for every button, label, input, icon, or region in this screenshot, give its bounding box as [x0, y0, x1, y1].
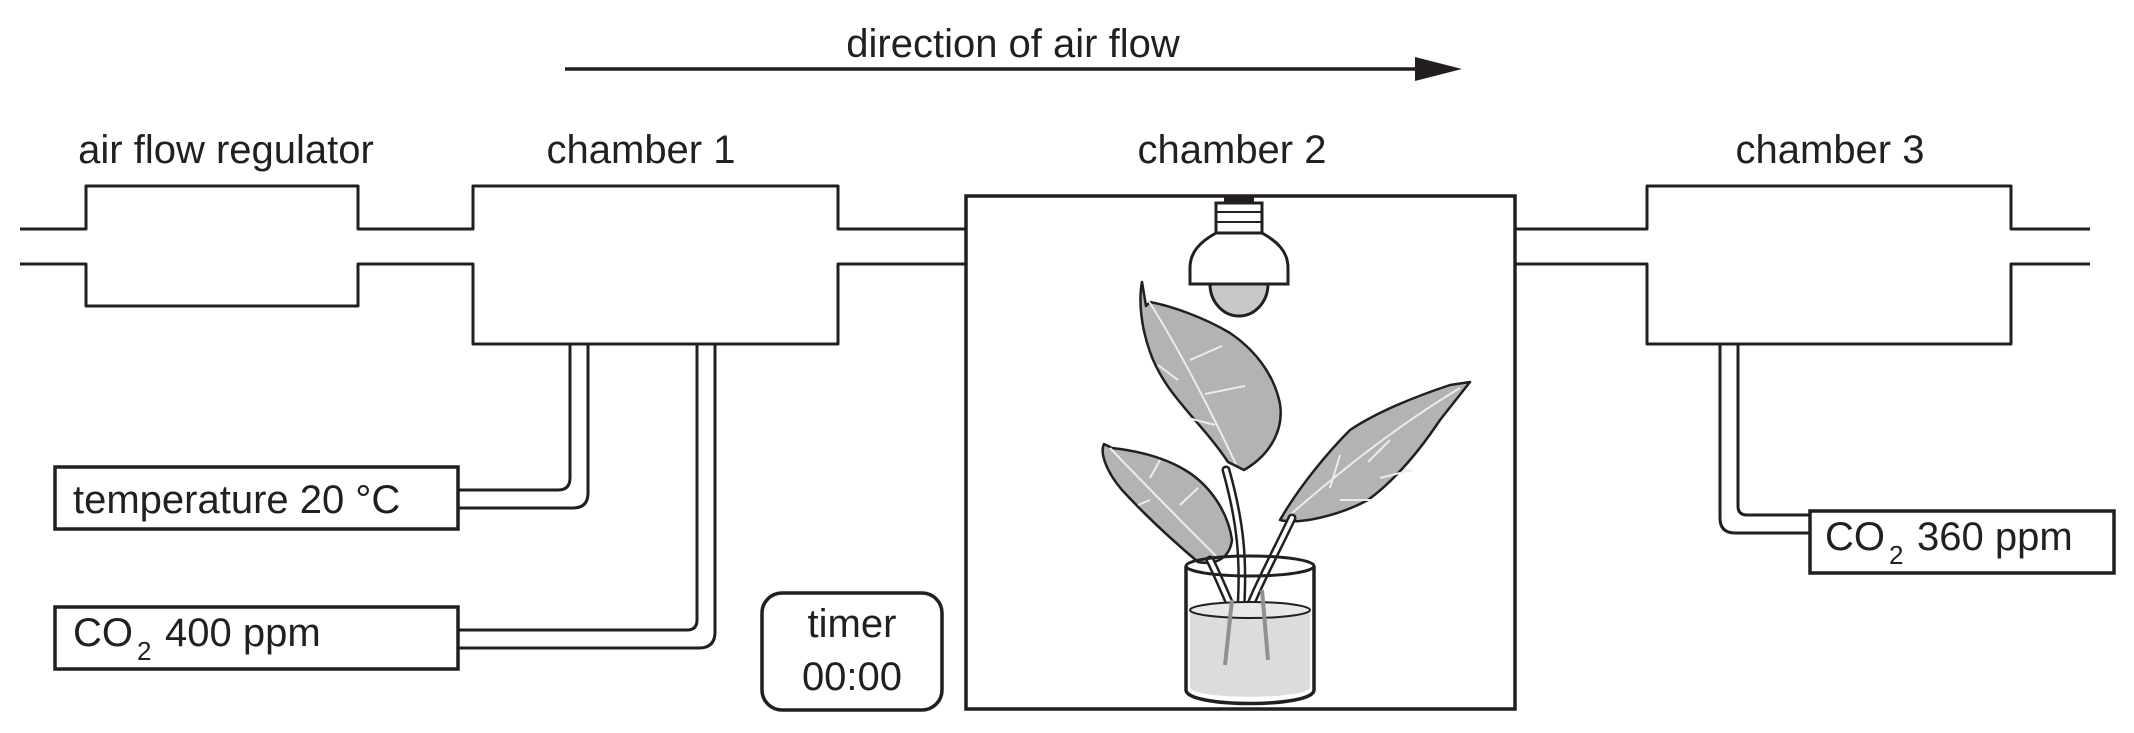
timer: timer 00:00: [760, 591, 944, 712]
co2-sensor-1-prefix: CO: [73, 611, 133, 655]
co2-sensor-chamber-1: CO 2 400 ppm: [53, 605, 460, 671]
tube-top-wall: [20, 184, 2090, 231]
beaker-icon: [1184, 554, 1316, 706]
co2-sensor-3-box: [1808, 509, 2116, 575]
timer-display: 00:00: [802, 655, 902, 699]
temperature-reading: temperature 20 °C: [73, 478, 400, 522]
co2-sensor-1-box: [53, 605, 460, 671]
plant-icon: [1101, 280, 1472, 655]
air-flow-label: direction of air flow: [846, 22, 1180, 66]
co2-sensor-3-subscript: 2: [1889, 540, 1903, 570]
temperature-sensor: temperature 20 °C: [53, 465, 460, 531]
timer-label: timer: [808, 602, 897, 646]
co2-sensor-1-subscript: 2: [137, 636, 151, 666]
chamber-1-label: chamber 1: [547, 128, 736, 172]
co2-400-sensor-cable: [458, 344, 717, 650]
co2-360-sensor-cable: [1718, 344, 1810, 535]
temperature-sensor-cable: [458, 344, 590, 510]
co2-sensor-3-value: 360 ppm: [1917, 515, 2073, 559]
timer-box: [760, 591, 944, 712]
co2-sensor-1-value: 400 ppm: [165, 611, 321, 655]
lamp-icon: [1188, 196, 1290, 318]
chamber-3-label: chamber 3: [1736, 128, 1925, 172]
chamber-2-label: chamber 2: [1138, 128, 1327, 172]
co2-sensor-3-prefix: CO: [1825, 515, 1885, 559]
co2-sensor-chamber-3: CO 2 360 ppm: [1808, 509, 2116, 575]
air-flow-arrow: [565, 57, 1462, 81]
temperature-sensor-box: [53, 465, 460, 531]
air-flow-regulator-label: air flow regulator: [78, 128, 374, 172]
tube-bottom-wall: [20, 262, 2090, 711]
